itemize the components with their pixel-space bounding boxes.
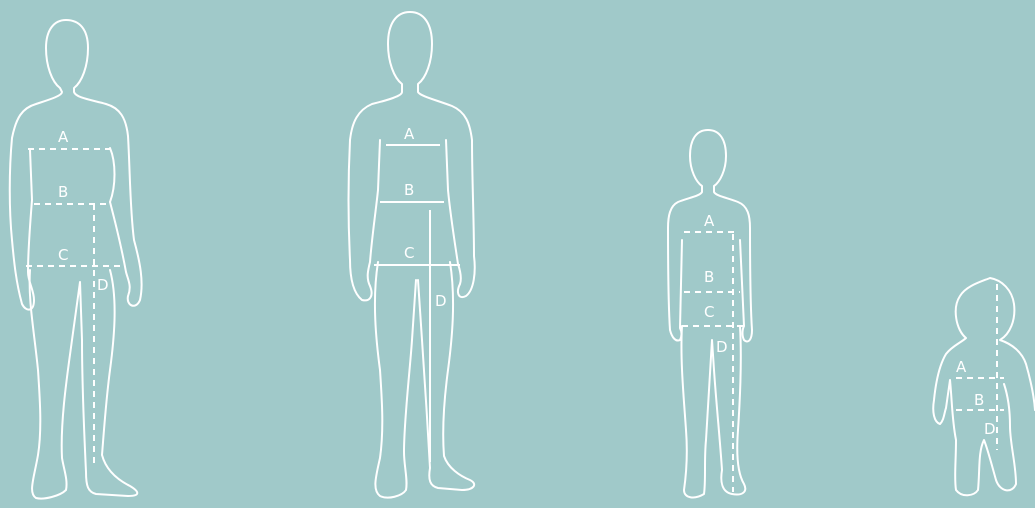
man-label-d: D xyxy=(435,292,447,310)
baby-label-a: A xyxy=(956,358,967,376)
child-figure: A B C D xyxy=(668,130,752,497)
baby-outline xyxy=(933,278,1035,495)
woman-figure: A B C D xyxy=(10,20,142,499)
man-figure: A B C D xyxy=(349,12,475,498)
man-label-b: B xyxy=(404,181,414,199)
baby-figure: A B D xyxy=(933,278,1035,495)
man-label-a: A xyxy=(404,125,415,143)
baby-label-d: D xyxy=(984,420,996,438)
woman-label-b: B xyxy=(58,183,68,201)
baby-label-b: B xyxy=(974,391,984,409)
woman-label-a: A xyxy=(58,128,69,146)
child-label-b: B xyxy=(704,268,714,286)
child-label-a: A xyxy=(704,212,715,230)
woman-label-c: C xyxy=(58,246,68,264)
man-legs-outline xyxy=(375,262,474,498)
child-label-d: D xyxy=(716,338,728,356)
child-label-c: C xyxy=(704,303,714,321)
man-label-c: C xyxy=(404,244,414,262)
woman-right-outline xyxy=(66,20,142,306)
woman-label-d: D xyxy=(97,276,109,294)
woman-legs-outline xyxy=(30,270,138,499)
